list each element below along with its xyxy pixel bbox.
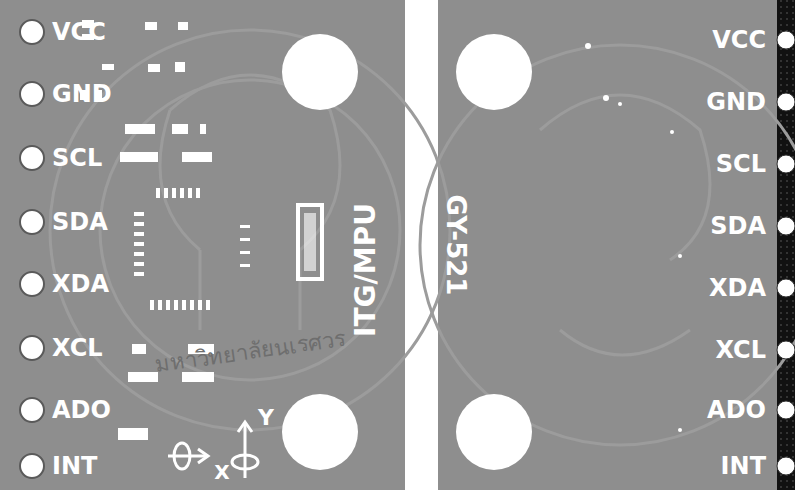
pin-label: INT: [721, 454, 766, 478]
pin-label: GND: [52, 82, 112, 106]
ic-pins: [134, 188, 250, 310]
pin-label-text: XCL: [52, 336, 103, 360]
mounting-hole: [282, 34, 532, 470]
pin-label-text: XDA: [52, 272, 109, 296]
pin-label-text: VCC: [712, 28, 766, 52]
pin-pads: [20, 20, 44, 478]
pin-label: ADO: [707, 398, 766, 422]
axis-label: X: [214, 462, 229, 483]
pin-label-text: GND: [706, 90, 766, 114]
pin-label: XCL: [715, 338, 766, 362]
watermark-seal: [50, 30, 795, 445]
front-board: [0, 0, 405, 490]
pin-label: VCC: [712, 28, 766, 52]
pin-label: XDA: [709, 276, 766, 300]
pin-label: XCL: [52, 336, 103, 360]
pin-label-text: XCL: [715, 338, 766, 362]
axis-label: Y: [258, 407, 274, 429]
pin-label-text: XDA: [709, 276, 766, 300]
pin-label-text: GND: [52, 82, 112, 106]
edge-strip: [777, 0, 795, 490]
pin-pads: [777, 31, 795, 475]
pin-label: INT: [52, 454, 97, 478]
pin-label: SDA: [710, 214, 766, 238]
pin-label: SCL: [52, 146, 102, 170]
pin-label-text: ADO: [707, 398, 766, 422]
chip-outline: [298, 205, 322, 279]
chip-marking: ITG/MPU: [352, 203, 380, 337]
axis-arrows: [168, 422, 258, 478]
pin-label: GND: [706, 90, 766, 114]
pin-label-text: SCL: [52, 146, 102, 170]
pin-label-text: SCL: [716, 152, 766, 176]
pin-label-text: SDA: [52, 210, 108, 234]
pin-label-text: VCC: [52, 20, 106, 44]
pin-label-text: ADO: [52, 398, 111, 422]
pin-label-text: INT: [52, 454, 97, 478]
chip-body: [304, 213, 316, 271]
pin-label: SDA: [52, 210, 108, 234]
pin-label: VCC: [52, 20, 106, 44]
axis-label-text: X: [214, 462, 229, 482]
silk-dots: [585, 43, 682, 432]
pin-label: SCL: [716, 152, 766, 176]
pin-label: XDA: [52, 272, 109, 296]
board-name: GY-521: [443, 195, 469, 296]
back-board: [438, 0, 795, 490]
chip-marking-text: ITG/MPU: [352, 203, 380, 337]
pin-label-text: INT: [721, 454, 766, 478]
axis-label-text: Y: [258, 407, 274, 429]
pin-label-text: SDA: [710, 214, 766, 238]
board-name-text: GY-521: [443, 195, 469, 296]
pin-label: ADO: [52, 398, 111, 422]
